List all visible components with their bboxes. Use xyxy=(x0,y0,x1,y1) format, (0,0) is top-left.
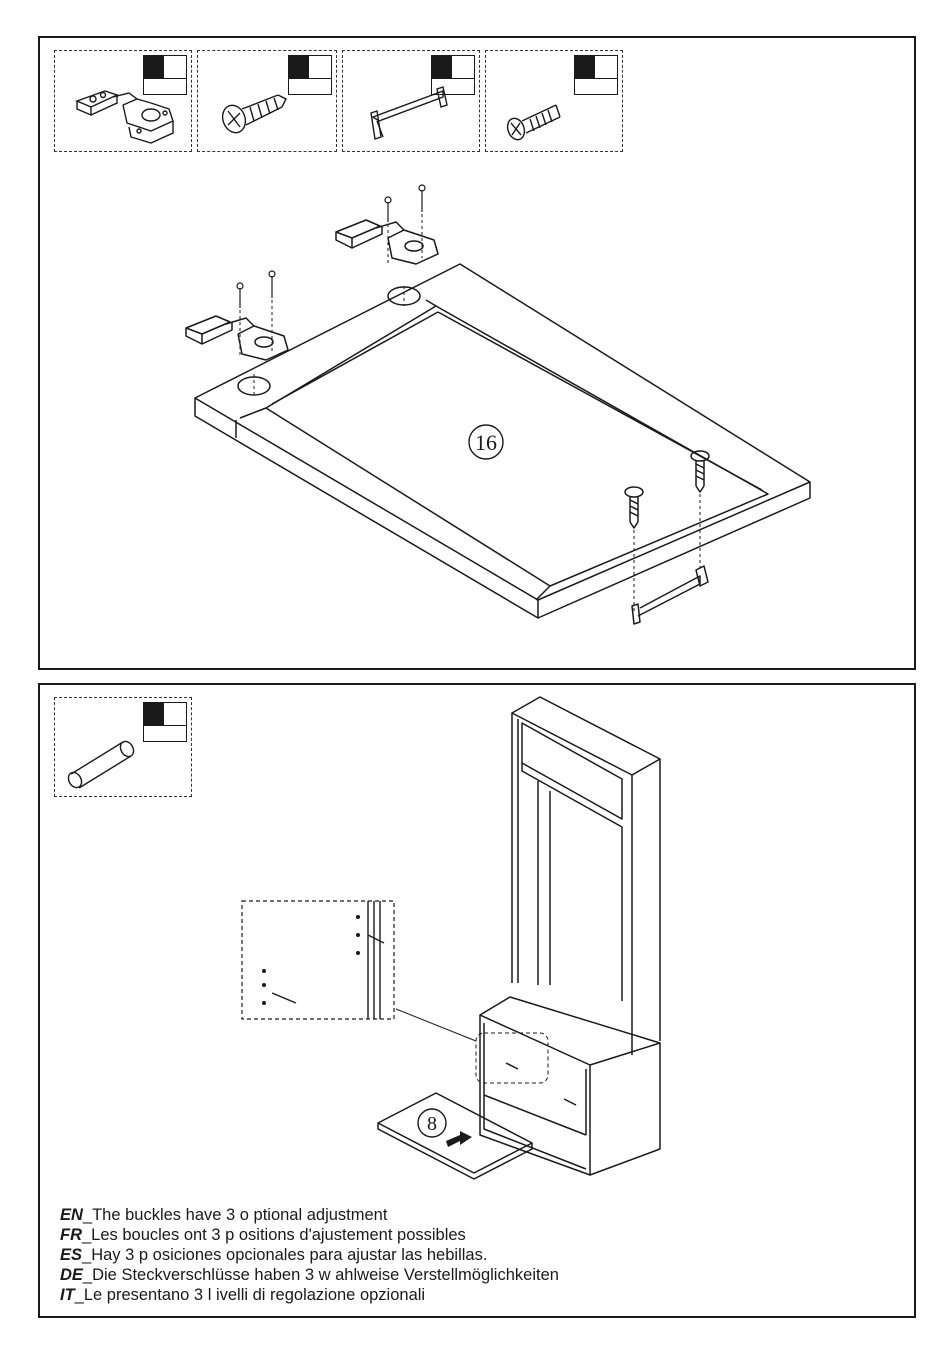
part-number-16: 16 xyxy=(475,430,497,455)
assembly-step-door-hinges: 16 xyxy=(38,36,916,670)
instruction-text: _Hay 3 p osiciones opcionales para ajust… xyxy=(82,1246,487,1264)
instruction-it: IT_Le presentano 3 l ivelli di regolazio… xyxy=(60,1285,559,1305)
arrow-icon xyxy=(446,1131,472,1147)
instruction-text: _Le presentano 3 l ivelli di regolazione… xyxy=(75,1286,425,1304)
door-hinge-diagram: 16 xyxy=(40,38,918,672)
language-code: FR xyxy=(60,1226,82,1244)
assembly-step-shelf-pins: 8 EN_The buckles have 3 o ptional adjust… xyxy=(38,683,916,1318)
instruction-text: _The buckles have 3 o ptional adjustment xyxy=(83,1206,388,1224)
instruction-fr: FR_Les boucles ont 3 p ositions d'ajuste… xyxy=(60,1225,559,1245)
part-label-16: 16 xyxy=(469,425,503,459)
instruction-text: _Die Steckverschlüsse haben 3 w ahlweise… xyxy=(83,1266,559,1284)
part-label-8: 8 xyxy=(418,1109,472,1147)
language-code: ES xyxy=(60,1246,82,1264)
hinge-right xyxy=(336,220,438,264)
language-code: IT xyxy=(60,1286,75,1304)
language-code: EN xyxy=(60,1206,83,1224)
instruction-de: DE_Die Steckverschlüsse haben 3 w ahlwei… xyxy=(60,1265,559,1285)
part-number-8: 8 xyxy=(427,1113,437,1135)
hinge-left xyxy=(186,316,288,360)
multilingual-instructions: EN_The buckles have 3 o ptional adjustme… xyxy=(60,1205,559,1305)
instruction-en: EN_The buckles have 3 o ptional adjustme… xyxy=(60,1205,559,1225)
cabinet-shelf-pin-diagram: 8 xyxy=(40,685,918,1205)
detail-inset xyxy=(242,901,394,1019)
instruction-es: ES_Hay 3 p osiciones opcionales para aju… xyxy=(60,1245,559,1265)
instruction-text: _Les boucles ont 3 p ositions d'ajusteme… xyxy=(82,1226,466,1244)
language-code: DE xyxy=(60,1266,83,1284)
